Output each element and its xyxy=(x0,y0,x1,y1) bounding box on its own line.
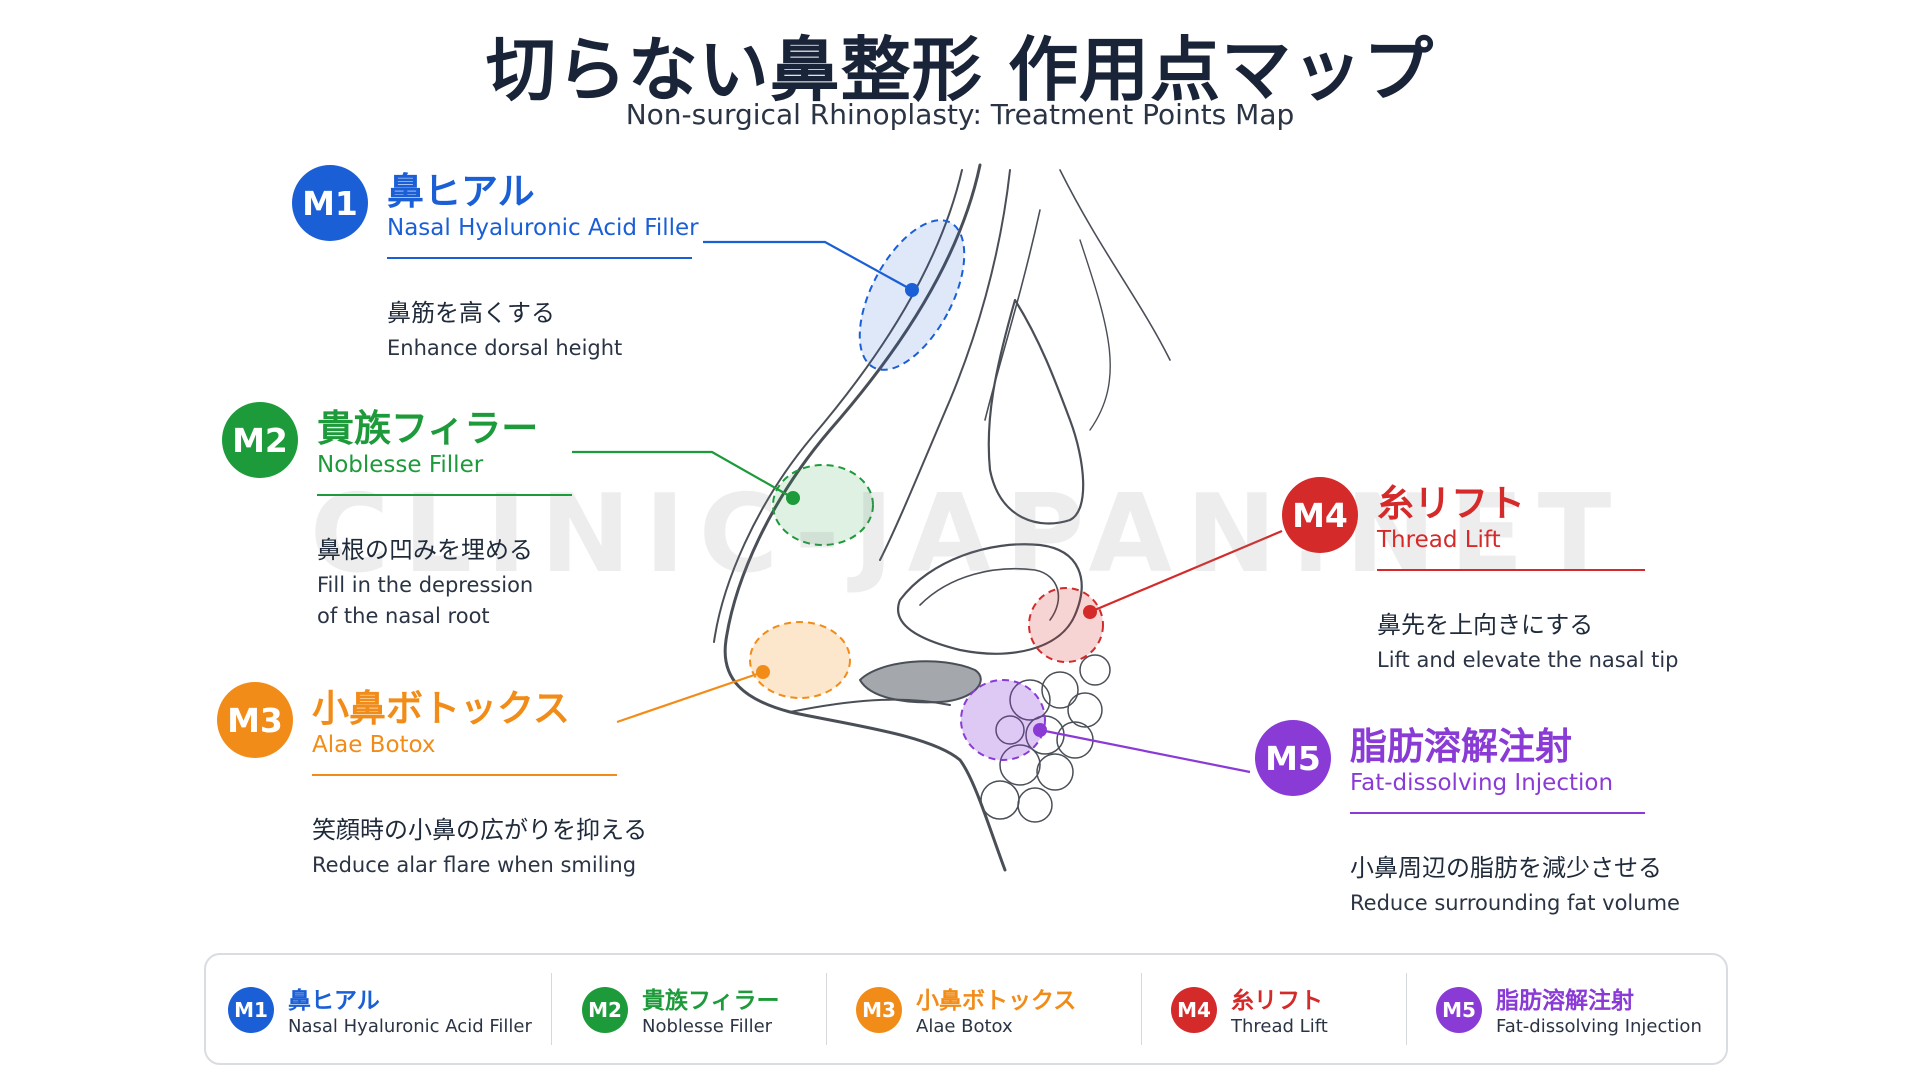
lower-cartilage-inner xyxy=(919,567,1060,621)
badge-m5: M5 xyxy=(1255,720,1331,796)
callout-title-jp: 糸リフト xyxy=(1377,482,1525,525)
callout-title-jp: 脂肪溶解注射 xyxy=(1350,725,1572,768)
leader-m3 xyxy=(616,670,764,724)
alar-tissue xyxy=(1079,654,1111,686)
badge-m4: M4 xyxy=(1282,477,1358,553)
callout-desc-jp: 笑顔時の小鼻の広がりを抑える xyxy=(312,816,648,844)
callout-title-en: Noblesse Filler xyxy=(317,452,484,478)
legend-title-jp: 鼻ヒアル xyxy=(288,988,380,1014)
nose-outline xyxy=(723,163,1007,872)
legend-panel: M1 鼻ヒアル Nasal Hyaluronic Acid Filler M2 … xyxy=(204,953,1728,1065)
callout-desc-jp: 鼻筋を高くする xyxy=(387,299,555,327)
legend-badge-m1: M1 xyxy=(228,987,274,1033)
legend-divider xyxy=(826,973,827,1045)
alar-tissue xyxy=(1017,787,1053,823)
legend-title-en: Fat-dissolving Injection xyxy=(1496,1016,1702,1037)
legend-title-jp: 小鼻ボトックス xyxy=(916,988,1077,1014)
leader-m2 xyxy=(572,450,794,499)
badge-m3: M3 xyxy=(217,682,293,758)
page-subtitle: Non-surgical Rhinoplasty: Treatment Poin… xyxy=(625,98,1295,131)
alar-tissue xyxy=(995,715,1025,745)
callout-title-en: Nasal Hyaluronic Acid Filler xyxy=(387,215,699,241)
callout-rule xyxy=(312,774,617,776)
zone-m3 xyxy=(749,621,851,699)
cheek-contour-2 xyxy=(1079,239,1111,431)
alar-tissue xyxy=(999,744,1041,786)
callout-title-en: Fat-dissolving Injection xyxy=(1350,770,1614,796)
legend-title-en: Thread Lift xyxy=(1231,1016,1328,1037)
legend-title-jp: 貴族フィラー xyxy=(642,988,780,1014)
zone-m4 xyxy=(1028,587,1104,663)
lower-cartilage xyxy=(897,543,1083,655)
alar-tissue xyxy=(1036,753,1074,791)
columella xyxy=(789,698,951,713)
badge-m1: M1 xyxy=(292,165,368,241)
callout-desc-en: Reduce alar flare when smiling xyxy=(312,853,637,877)
dot-m2 xyxy=(786,491,800,505)
callout-desc-jp: 小鼻周辺の脂肪を減少させる xyxy=(1350,854,1662,882)
callout-title-jp: 小鼻ボトックス xyxy=(312,687,570,730)
legend-badge-m5: M5 xyxy=(1436,987,1482,1033)
nostril xyxy=(859,660,982,704)
nasal-bone xyxy=(879,169,1011,561)
callout-desc-en: Enhance dorsal height xyxy=(387,336,623,360)
badge-m2: M2 xyxy=(222,402,298,478)
legend-title-jp: 脂肪溶解注射 xyxy=(1496,988,1634,1014)
zone-m2 xyxy=(772,464,874,546)
alar-tissue xyxy=(1041,671,1079,709)
dot-m1 xyxy=(905,283,919,297)
callout-rule xyxy=(317,494,572,496)
leader-lines xyxy=(572,240,1283,774)
dot-m3 xyxy=(756,665,770,679)
callout-desc-jp: 鼻根の凹みを埋める xyxy=(317,536,533,564)
callout-rule xyxy=(1377,569,1645,571)
alar-tissue xyxy=(1067,692,1103,728)
cheek-contour xyxy=(1059,169,1171,361)
callout-rule xyxy=(1350,812,1645,814)
callout-desc-en-line2: of the nasal root xyxy=(317,604,490,628)
dot-m5 xyxy=(1033,723,1047,737)
legend-badge-m3: M3 xyxy=(856,987,902,1033)
legend-title-en: Noblesse Filler xyxy=(642,1016,773,1037)
callout-title-en: Alae Botox xyxy=(312,732,436,758)
callout-desc-jp: 鼻先を上向きにする xyxy=(1377,611,1594,639)
legend-title-jp: 糸リフト xyxy=(1231,988,1323,1014)
legend-divider xyxy=(1141,973,1142,1045)
watermark: CLINIC-JAPAN.NET xyxy=(310,472,1626,597)
callout-rule xyxy=(387,257,692,259)
leader-dots xyxy=(756,283,1097,737)
legend-badge-m4: M4 xyxy=(1171,987,1217,1033)
callout-desc-en: Reduce surrounding fat volume xyxy=(1350,891,1680,915)
upper-cartilage xyxy=(987,298,1085,525)
zone-m5 xyxy=(960,679,1046,761)
legend-divider xyxy=(1406,973,1407,1045)
legend-divider xyxy=(551,973,552,1045)
callout-desc-en-line1: Fill in the depression xyxy=(317,573,534,597)
callout-desc-en: Lift and elevate the nasal tip xyxy=(1377,648,1679,672)
dot-m4 xyxy=(1083,605,1097,619)
leader-m4 xyxy=(1089,529,1283,614)
callout-title-en: Thread Lift xyxy=(1377,527,1501,553)
callout-title-jp: 鼻ヒアル xyxy=(387,170,535,213)
alar-tissue xyxy=(980,780,1020,820)
leader-m5 xyxy=(1039,728,1251,774)
legend-badge-m2: M2 xyxy=(582,987,628,1033)
callout-title-jp: 貴族フィラー xyxy=(317,407,539,450)
legend-title-en: Nasal Hyaluronic Acid Filler xyxy=(288,1016,532,1037)
nasal-bone-2 xyxy=(984,209,1041,421)
callout-desc-en: Fill in the depression of the nasal root xyxy=(317,570,533,632)
leader-m1 xyxy=(703,240,913,291)
nose-outline-inner xyxy=(713,169,963,643)
legend-title-en: Alae Botox xyxy=(916,1016,1013,1037)
alar-tissue xyxy=(1009,679,1051,721)
page-title: 切らない鼻整形 作用点マップ xyxy=(485,29,1435,111)
